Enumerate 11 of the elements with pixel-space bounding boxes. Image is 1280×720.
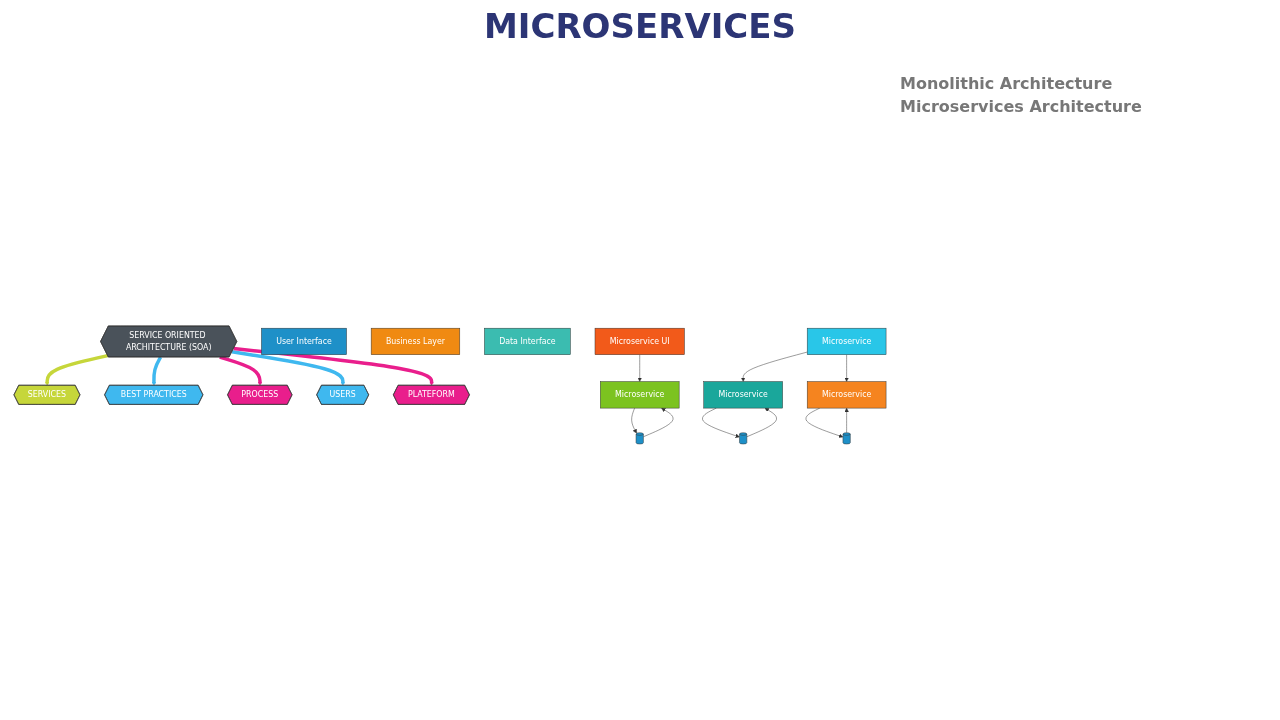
section-heading: Microservices Architecture: [900, 97, 1142, 116]
title: MICROSERVICES: [482, 6, 797, 46]
arrow: [219, 355, 263, 386]
node-cylinder: [635, 432, 644, 445]
arrow: [231, 350, 346, 386]
node-cylinder: [739, 432, 748, 445]
arrow: [151, 356, 163, 386]
section-heading: Monolithic Architecture: [900, 74, 1114, 93]
arrow: [45, 354, 109, 386]
arrow: [233, 346, 434, 386]
node-cylinder: [842, 432, 851, 445]
